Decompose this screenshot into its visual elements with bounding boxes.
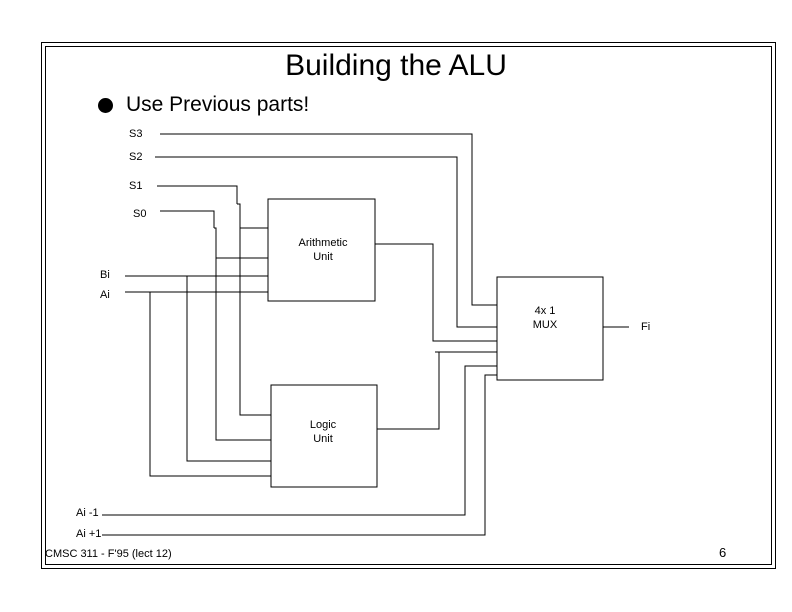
signal-label-ai-minus-1: Ai -1: [76, 507, 99, 519]
logic-unit-block: [270, 384, 378, 488]
mux-block: [496, 276, 604, 381]
wire-logic-out: [377, 352, 440, 430]
bullet-dot-icon: [98, 98, 113, 113]
wire-s1: [157, 185, 238, 204]
wire-s1-to-logic: [237, 203, 271, 416]
wire-bi-to-logic: [186, 276, 271, 462]
signal-label-s1: S1: [129, 180, 142, 192]
wire-s2: [155, 156, 497, 328]
wire-arith-out: [375, 243, 497, 342]
slide-outer-frame: [41, 42, 776, 569]
arithmetic-unit-block: [267, 198, 376, 302]
arithmetic-unit-label-line2: Unit: [313, 251, 333, 263]
wire-s0: [160, 210, 215, 228]
wire-ai-plus-1: [102, 374, 497, 536]
page-number: 6: [719, 545, 727, 560]
wire-ai-minus-1: [102, 365, 497, 516]
signal-label-ai: Ai: [100, 289, 110, 301]
slide-footer: CMSC 311 - F'95 (lect 12): [45, 548, 172, 560]
mux-label-line2: MUX: [533, 319, 558, 331]
arithmetic-unit-label-line1: Arithmetic: [299, 237, 348, 249]
wire-s0-to-logic: [214, 227, 271, 441]
logic-unit-label-line1: Logic: [310, 419, 337, 431]
signal-label-ai-plus-1: Ai +1: [76, 528, 101, 540]
mux-label-line1: 4x 1: [535, 305, 556, 317]
signal-label-fi: Fi: [641, 321, 650, 333]
wire-s3: [160, 133, 497, 306]
logic-unit-label-line2: Unit: [313, 433, 333, 445]
bullet-text: Use Previous parts!: [126, 93, 310, 116]
signal-label-bi: Bi: [100, 269, 110, 281]
wire-ai-to-logic: [149, 292, 271, 477]
slide-title: Building the ALU: [285, 49, 507, 82]
signal-label-s2: S2: [129, 151, 142, 163]
slide-inner-frame: [45, 46, 772, 565]
wires: [102, 133, 629, 536]
signal-label-s3: S3: [129, 128, 142, 140]
signal-label-s0: S0: [133, 208, 146, 220]
